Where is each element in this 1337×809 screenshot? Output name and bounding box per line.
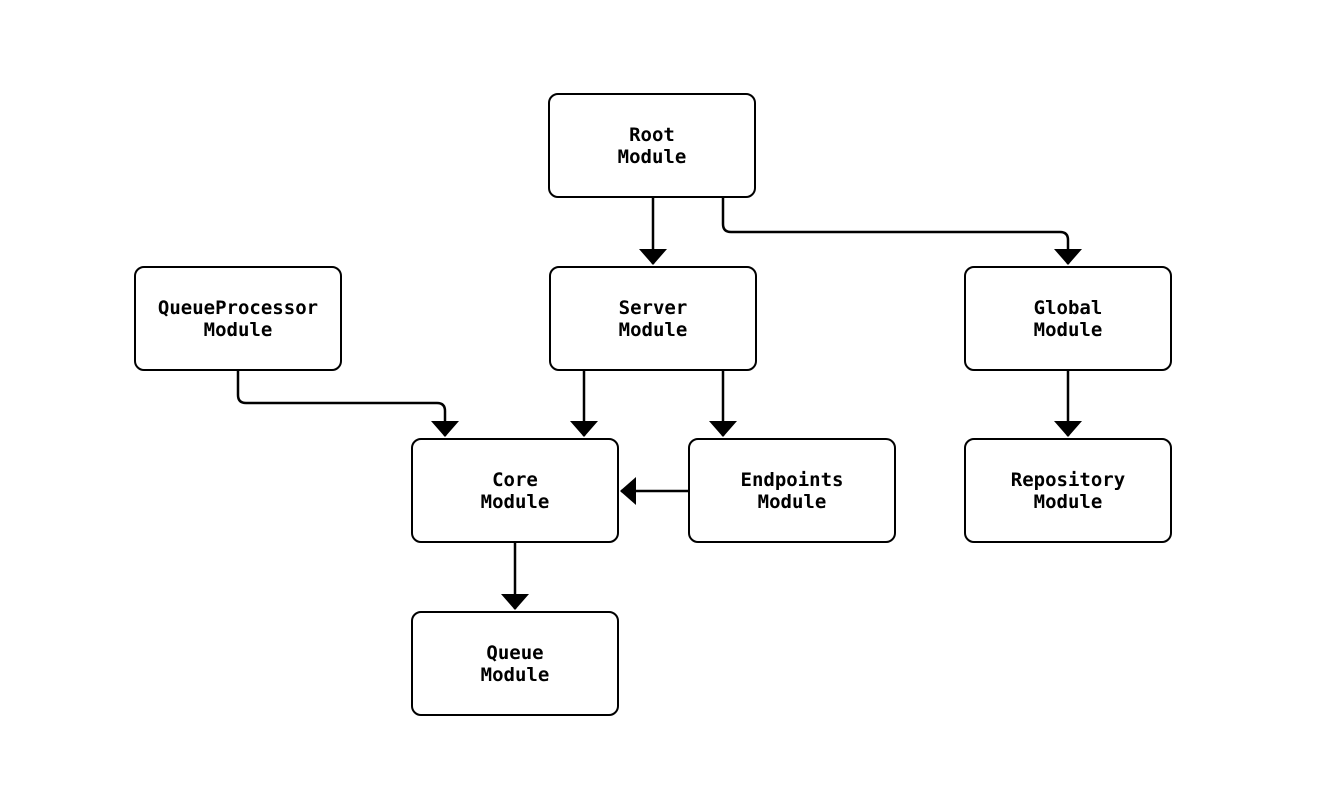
- node-queueprocessor-module: QueueProcessor Module: [134, 266, 342, 371]
- edge-queueprocessor-to-core: [236, 371, 459, 437]
- node-repository-module: Repository Module: [964, 438, 1172, 543]
- node-server-module: Server Module: [549, 266, 757, 371]
- edge-root-to-global: [721, 198, 1082, 265]
- node-core-module: Core Module: [411, 438, 619, 543]
- node-global-module: Global Module: [964, 266, 1172, 371]
- node-queue-module: Queue Module: [411, 611, 619, 716]
- node-endpoints-module: Endpoints Module: [688, 438, 896, 543]
- node-root-module: Root Module: [548, 93, 756, 198]
